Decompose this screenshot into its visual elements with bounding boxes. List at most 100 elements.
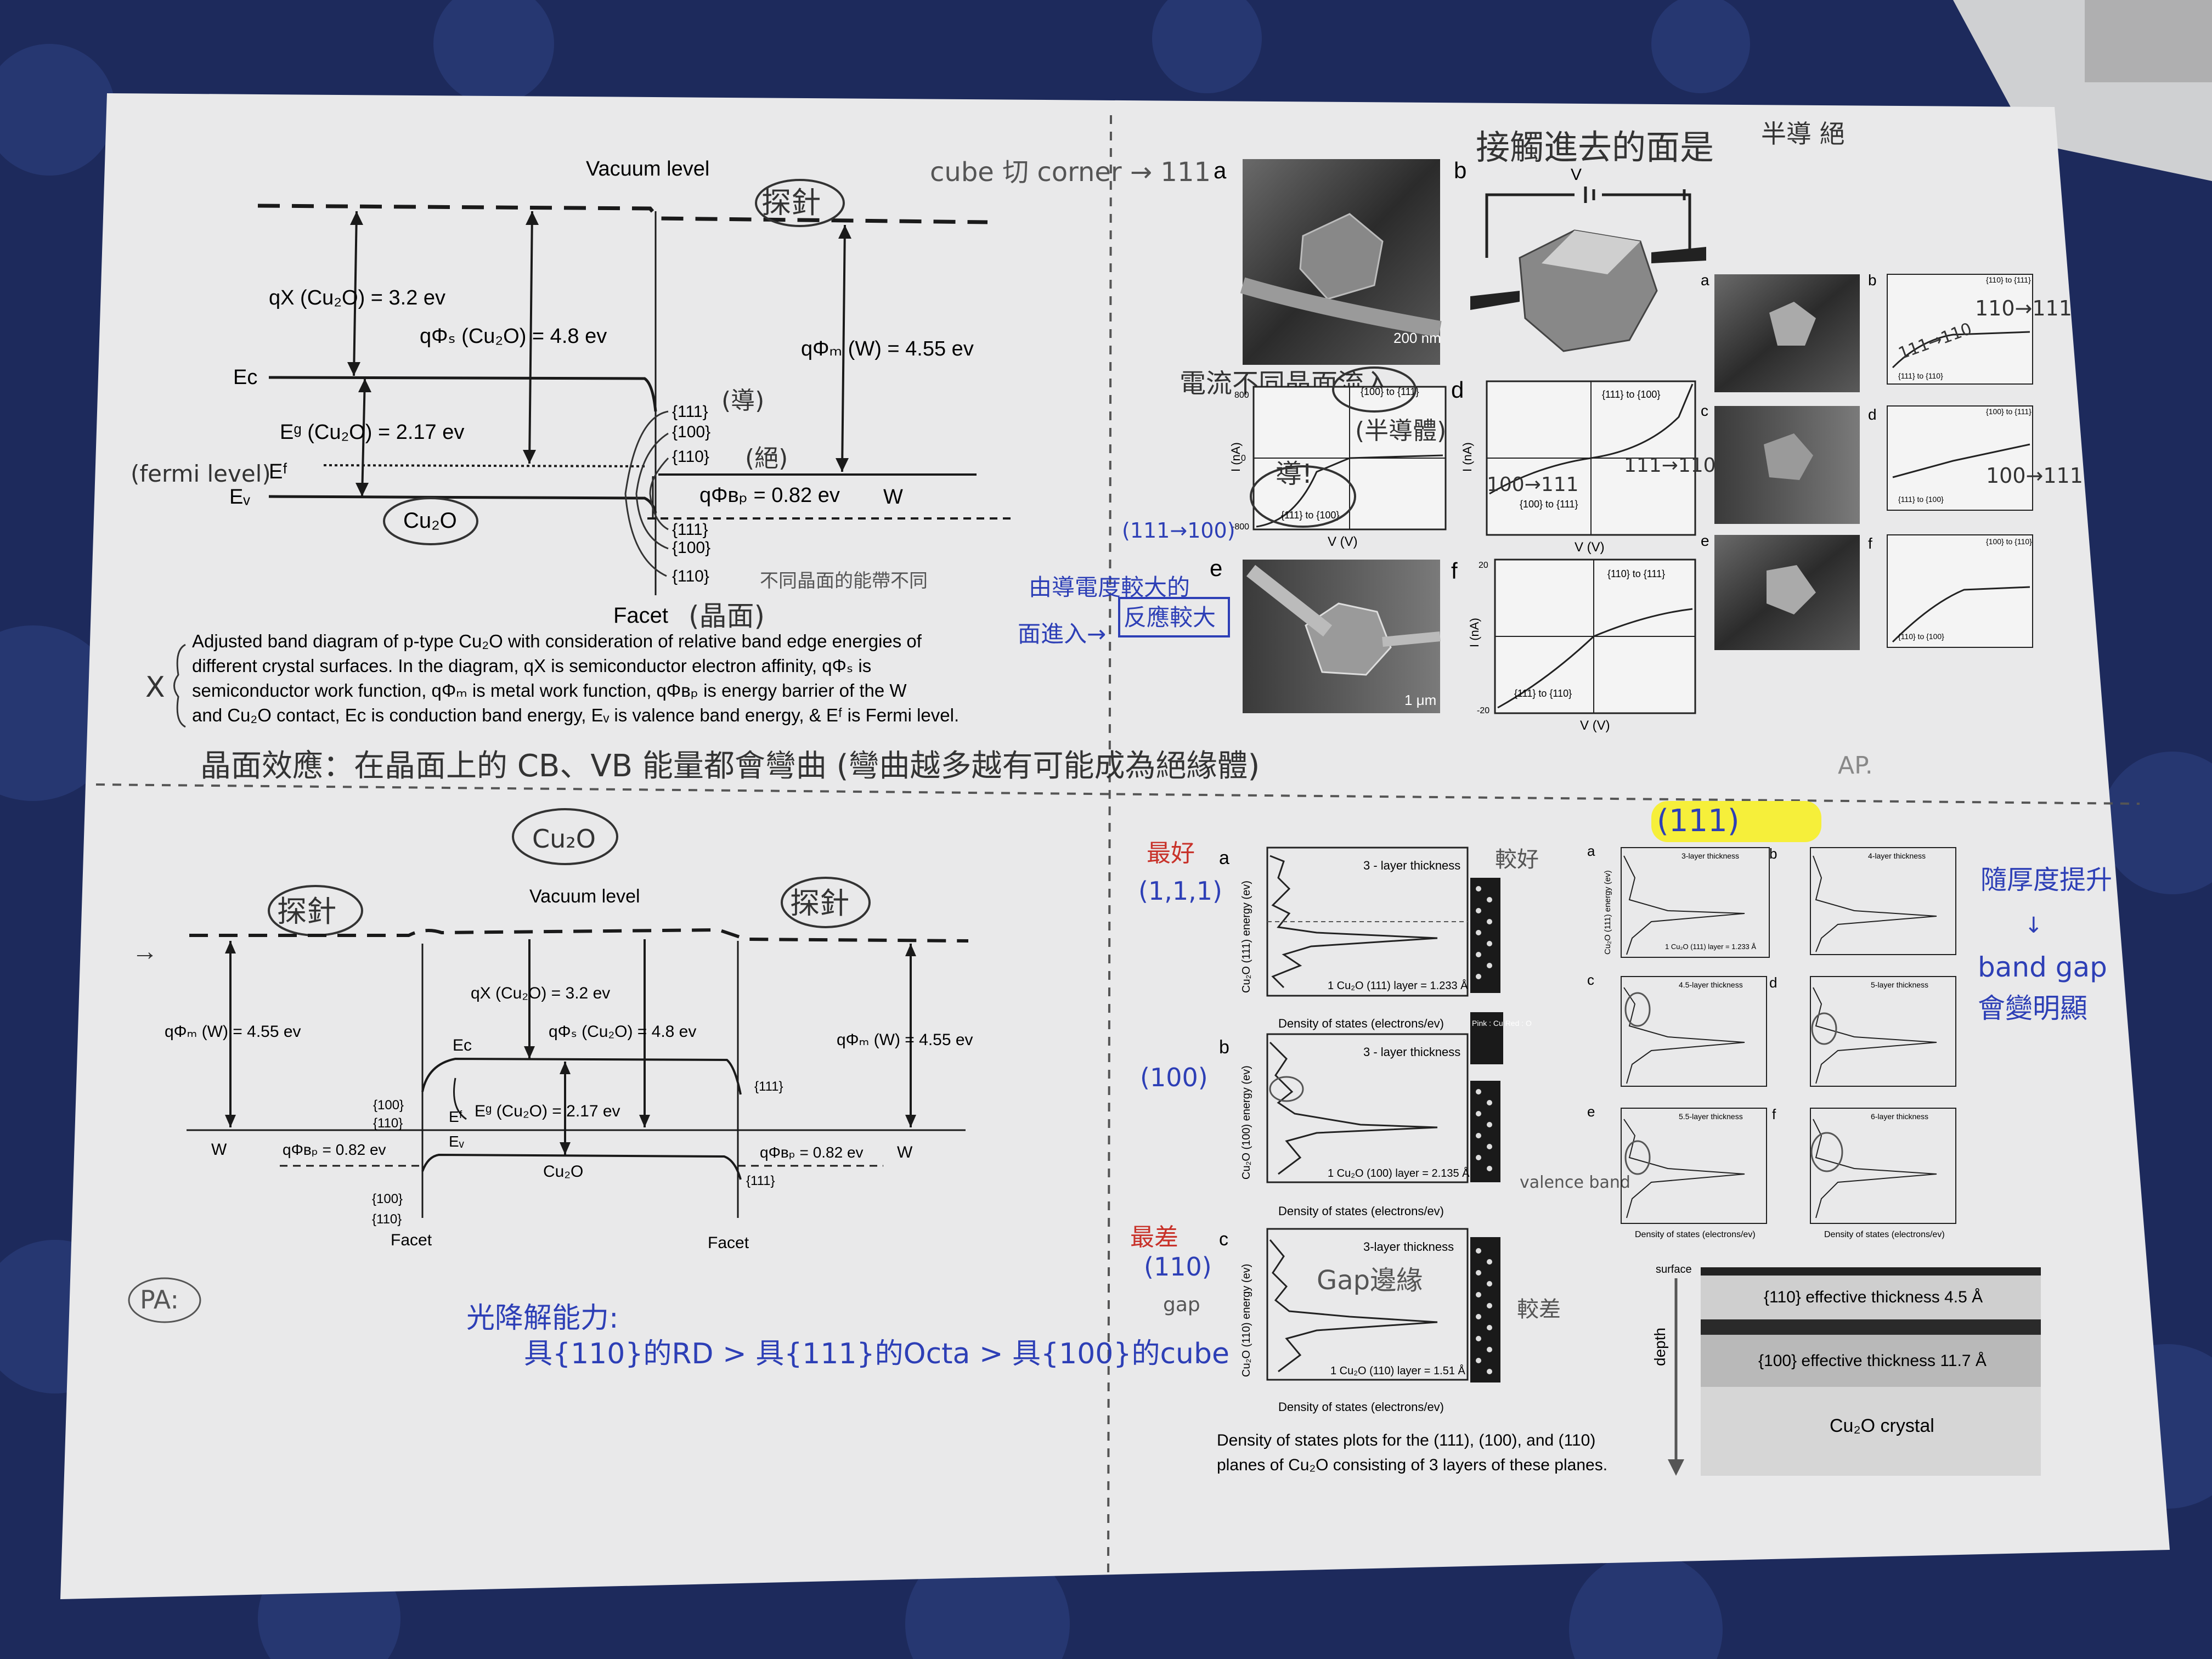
hw-bandgap-1: band gap	[1978, 951, 2107, 983]
highlight-111	[1651, 801, 1821, 842]
hw-blue-1: (111→100)	[1122, 518, 1235, 543]
top-ec-label: Eᴄ	[233, 366, 257, 389]
sdos-a-layer: 1 Cu₂O (111) layer = 1.233 Å	[1665, 943, 1756, 951]
dos-curve-a	[1269, 855, 1438, 989]
iv-d-yaxis: I (nA)	[1460, 442, 1474, 472]
cu2o-handwritten: Cu₂O	[532, 824, 596, 854]
small-e-letter: e	[1701, 532, 1709, 549]
top-caption-2: different crystal surfaces. In the diagr…	[192, 656, 871, 676]
sem-crystal-a	[1299, 213, 1384, 300]
hw-good: 較好	[1495, 847, 1539, 872]
hw-100: (100)	[1140, 1063, 1208, 1092]
top-phim-label: qΦₘ (W) = 4.55 ev	[801, 337, 974, 360]
hw-valence: valence band	[1520, 1173, 1630, 1192]
phim-arrow	[841, 224, 846, 472]
handwritten-note: 晶面效應：在晶面上的 CB、VB 能量都會彎曲 (彎曲越多越有可能成為絕緣體)	[200, 748, 1260, 784]
facet-leader-lines	[624, 410, 669, 577]
sdos-c-letter: c	[1587, 972, 1594, 988]
legend-d-2: {100} to {111}	[1520, 499, 1578, 510]
sdos-a-title: 3-layer thickness	[1681, 851, 1739, 860]
top-caption-3: semiconductor work function, qΦₘ is meta…	[192, 680, 907, 701]
vertical-divider	[1107, 115, 1112, 1578]
bottom-vacuum-label: Vacuum level	[529, 886, 640, 907]
dos-c-title: 3-layer thickness	[1363, 1240, 1454, 1254]
probe-tip-left	[1470, 291, 1520, 310]
bottom-phibp-right: qΦʙₚ = 0.82 ev	[760, 1144, 864, 1161]
side-handwritten: 不同晶面的能帶不同	[760, 570, 928, 592]
hw-semiconductor: (半導體)	[1355, 417, 1446, 445]
iv-f-xaxis: V (V)	[1580, 718, 1610, 733]
hw-blue-3: 面進入→	[1018, 620, 1106, 647]
dos-curve-b	[1269, 1041, 1438, 1175]
hw-arrow-down: ↓	[2024, 913, 2043, 938]
iv-c-yaxis: I (nA)	[1229, 442, 1243, 472]
pa-handwritten: PA:	[140, 1285, 179, 1314]
bottom-arrowheads	[225, 941, 916, 1155]
probe-handwritten-right: 探針	[790, 886, 849, 921]
depth-label: depth	[1651, 1328, 1668, 1366]
legend-f-2: {111} to {110}	[1514, 688, 1572, 699]
bottom-ec-line	[421, 1057, 742, 1095]
bottom-facet-100: {100}	[672, 539, 710, 557]
bottom-ef-label: Eᶠ	[449, 1108, 462, 1125]
iv-f-ytick-top: 20	[1479, 561, 1488, 570]
bottom-phibp-left: qΦʙₚ = 0.82 ev	[283, 1141, 386, 1158]
bottom-eg-label: Eᵍ (Cu₂O) = 2.17 ev	[475, 1102, 620, 1120]
iv-c-ytick-bottom: -800	[1232, 522, 1249, 532]
probe-handwritten-top: 探針	[761, 185, 821, 220]
legend-d-1: {111} to {100}	[1602, 389, 1660, 400]
sdos-a-letter: a	[1587, 843, 1595, 859]
caption-x-mark: X	[145, 671, 165, 704]
sem-scale-e: 1 μm	[1404, 692, 1436, 708]
bottom-phis-label: qΦₛ (Cu₂O) = 4.8 ev	[549, 1023, 696, 1041]
small-figure-grid: a b {110} to {111} {111} to {110} c d {1…	[1701, 272, 2033, 650]
top-caption-4: and Cu₂O contact, Eᴄ is conduction band …	[192, 705, 959, 725]
top-caption-1: Adjusted band diagram of p-type Cu₂O wit…	[192, 631, 922, 651]
depth-schematic: surface depth {110} effective thickness …	[1651, 1263, 2041, 1476]
bottom-f100-low: {100}	[372, 1192, 403, 1206]
sdos-f-title: 6-layer thickness	[1871, 1112, 1928, 1121]
bottom-ec-label: Eᴄ	[453, 1036, 472, 1054]
dos-a-letter: a	[1219, 848, 1229, 868]
bottom-f111-right: {111}	[754, 1079, 783, 1094]
bottom-facet-111: {111}	[672, 521, 708, 539]
pink-label: Pink : Cu Red : O	[1472, 1019, 1532, 1028]
sdos-b-title: 4-layer thickness	[1868, 851, 1926, 860]
dos-a-title: 3 - layer thickness	[1363, 859, 1460, 872]
dos-panels: a 3 - layer thickness 1 Cu₂O (111) layer…	[1219, 847, 1532, 1414]
probe-tip-right	[1651, 247, 1706, 263]
right-handwritten: 接觸進去的面是	[1476, 127, 1714, 167]
legend-c-2: {111} to {100}	[1281, 510, 1339, 521]
depth-crystal: Cu₂O crystal	[1830, 1415, 1934, 1436]
sdos-b-letter: b	[1769, 845, 1777, 862]
bottom-facet-left: Facet	[391, 1231, 432, 1249]
cu2o-circle-bottom	[512, 808, 618, 865]
right-handwritten-2: 半導 絕	[1761, 119, 1845, 149]
hw-b-arrow: 110→111	[1975, 296, 2072, 320]
circuit-wire	[1485, 187, 1691, 258]
dos-b-layer: 1 Cu₂O (100) layer = 2.135 Å	[1328, 1167, 1470, 1180]
small-legend-f1: {100} to {110}	[1986, 537, 2032, 546]
top-facet-111: {111}	[672, 403, 708, 421]
dos-caption-2: planes of Cu₂O consisting of 3 layers of…	[1217, 1456, 1607, 1474]
sdos-xlabel-right: Density of states (electrons/ev)	[1824, 1230, 1945, 1239]
hw-thickness: 隨厚度提升	[1980, 865, 2112, 895]
sdos-e-letter: e	[1587, 1103, 1595, 1120]
top-w-label: W	[883, 486, 903, 509]
dos-plot-c	[1266, 1228, 1469, 1381]
top-eg-label: Eᵍ (Cu₂O) = 2.17 ev	[280, 421, 464, 444]
dos-b-xlabel: Density of states (electrons/ev)	[1278, 1204, 1444, 1218]
bottom-f100-top: {100}	[373, 1098, 404, 1113]
panel-e-letter: e	[1210, 555, 1222, 581]
iv-f-ytick-bottom: -20	[1477, 706, 1489, 715]
pink-legend	[1470, 1012, 1503, 1064]
cu2o-circle	[383, 497, 478, 545]
sdos-d-title: 5-layer thickness	[1871, 980, 1928, 989]
dos-plot-b	[1266, 1033, 1469, 1183]
facet-handwritten: (晶面)	[689, 600, 765, 632]
small-legend-b1: {110} to {111}	[1986, 275, 2031, 284]
horizontal-divider	[95, 783, 2140, 805]
legend-f-1: {110} to {111}	[1607, 568, 1665, 579]
caption-brace	[173, 644, 186, 728]
eg-arrow	[361, 378, 366, 497]
